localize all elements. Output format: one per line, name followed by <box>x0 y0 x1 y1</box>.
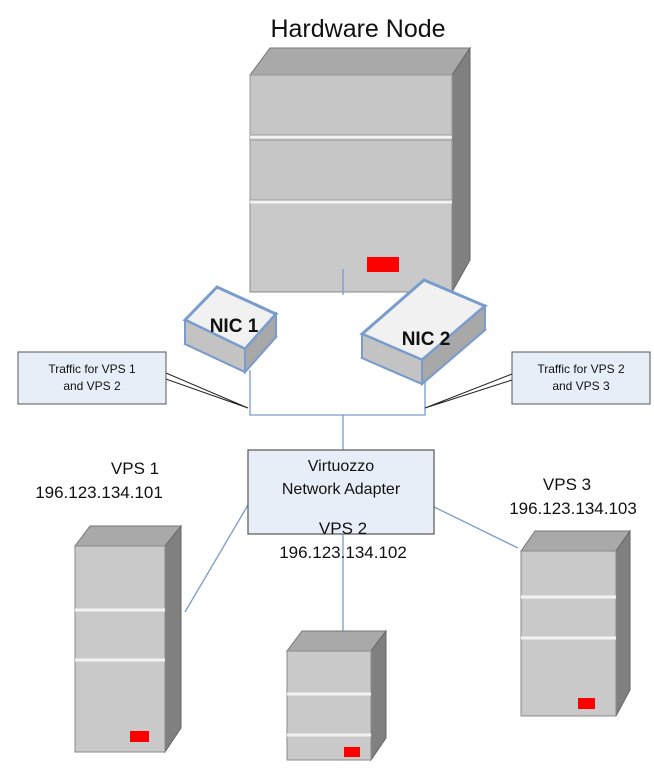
vps-3-server-icon <box>520 529 631 717</box>
vps-1-name: VPS 1 <box>111 459 159 478</box>
vps-1-server-icon <box>74 524 183 754</box>
power-led-icon <box>367 257 399 272</box>
vps-1-ip: 196.123.134.101 <box>35 483 163 502</box>
nic-1-label: NIC 1 <box>210 316 259 337</box>
callout-left-line2: and VPS 2 <box>63 379 121 393</box>
vps-3-ip: 196.123.134.103 <box>509 499 637 518</box>
callout-left-line1: Traffic for VPS 1 <box>48 362 136 376</box>
nic-1-icon: NIC 1 <box>182 285 279 375</box>
diagram-title: Hardware Node <box>270 15 445 43</box>
vps-2-ip: 196.123.134.102 <box>279 543 407 562</box>
power-led-icon <box>578 698 595 709</box>
adapter-line1: Virtuozzo <box>308 458 375 475</box>
callout-left: Traffic for VPS 1 and VPS 2 <box>17 351 167 405</box>
callout-right-line1: Traffic for VPS 2 <box>537 362 625 376</box>
nic-2-label: NIC 2 <box>402 329 451 350</box>
vps-2-server-icon <box>286 629 387 762</box>
nic-2-icon: NIC 2 <box>359 278 488 387</box>
power-led-icon <box>344 747 360 757</box>
callout-right-line2: and VPS 3 <box>552 379 610 393</box>
network-links <box>184 269 519 640</box>
adapter-line2: Network Adapter <box>282 481 401 498</box>
vps-3-name: VPS 3 <box>543 475 591 494</box>
virtuozzo-network-adapter: Virtuozzo Network Adapter <box>247 449 435 535</box>
power-led-icon <box>130 731 149 742</box>
callout-pointers <box>162 372 513 409</box>
hardware-node-server-icon <box>249 46 471 294</box>
vps-2-name: VPS 2 <box>319 519 367 538</box>
callout-right: Traffic for VPS 2 and VPS 3 <box>511 351 651 405</box>
